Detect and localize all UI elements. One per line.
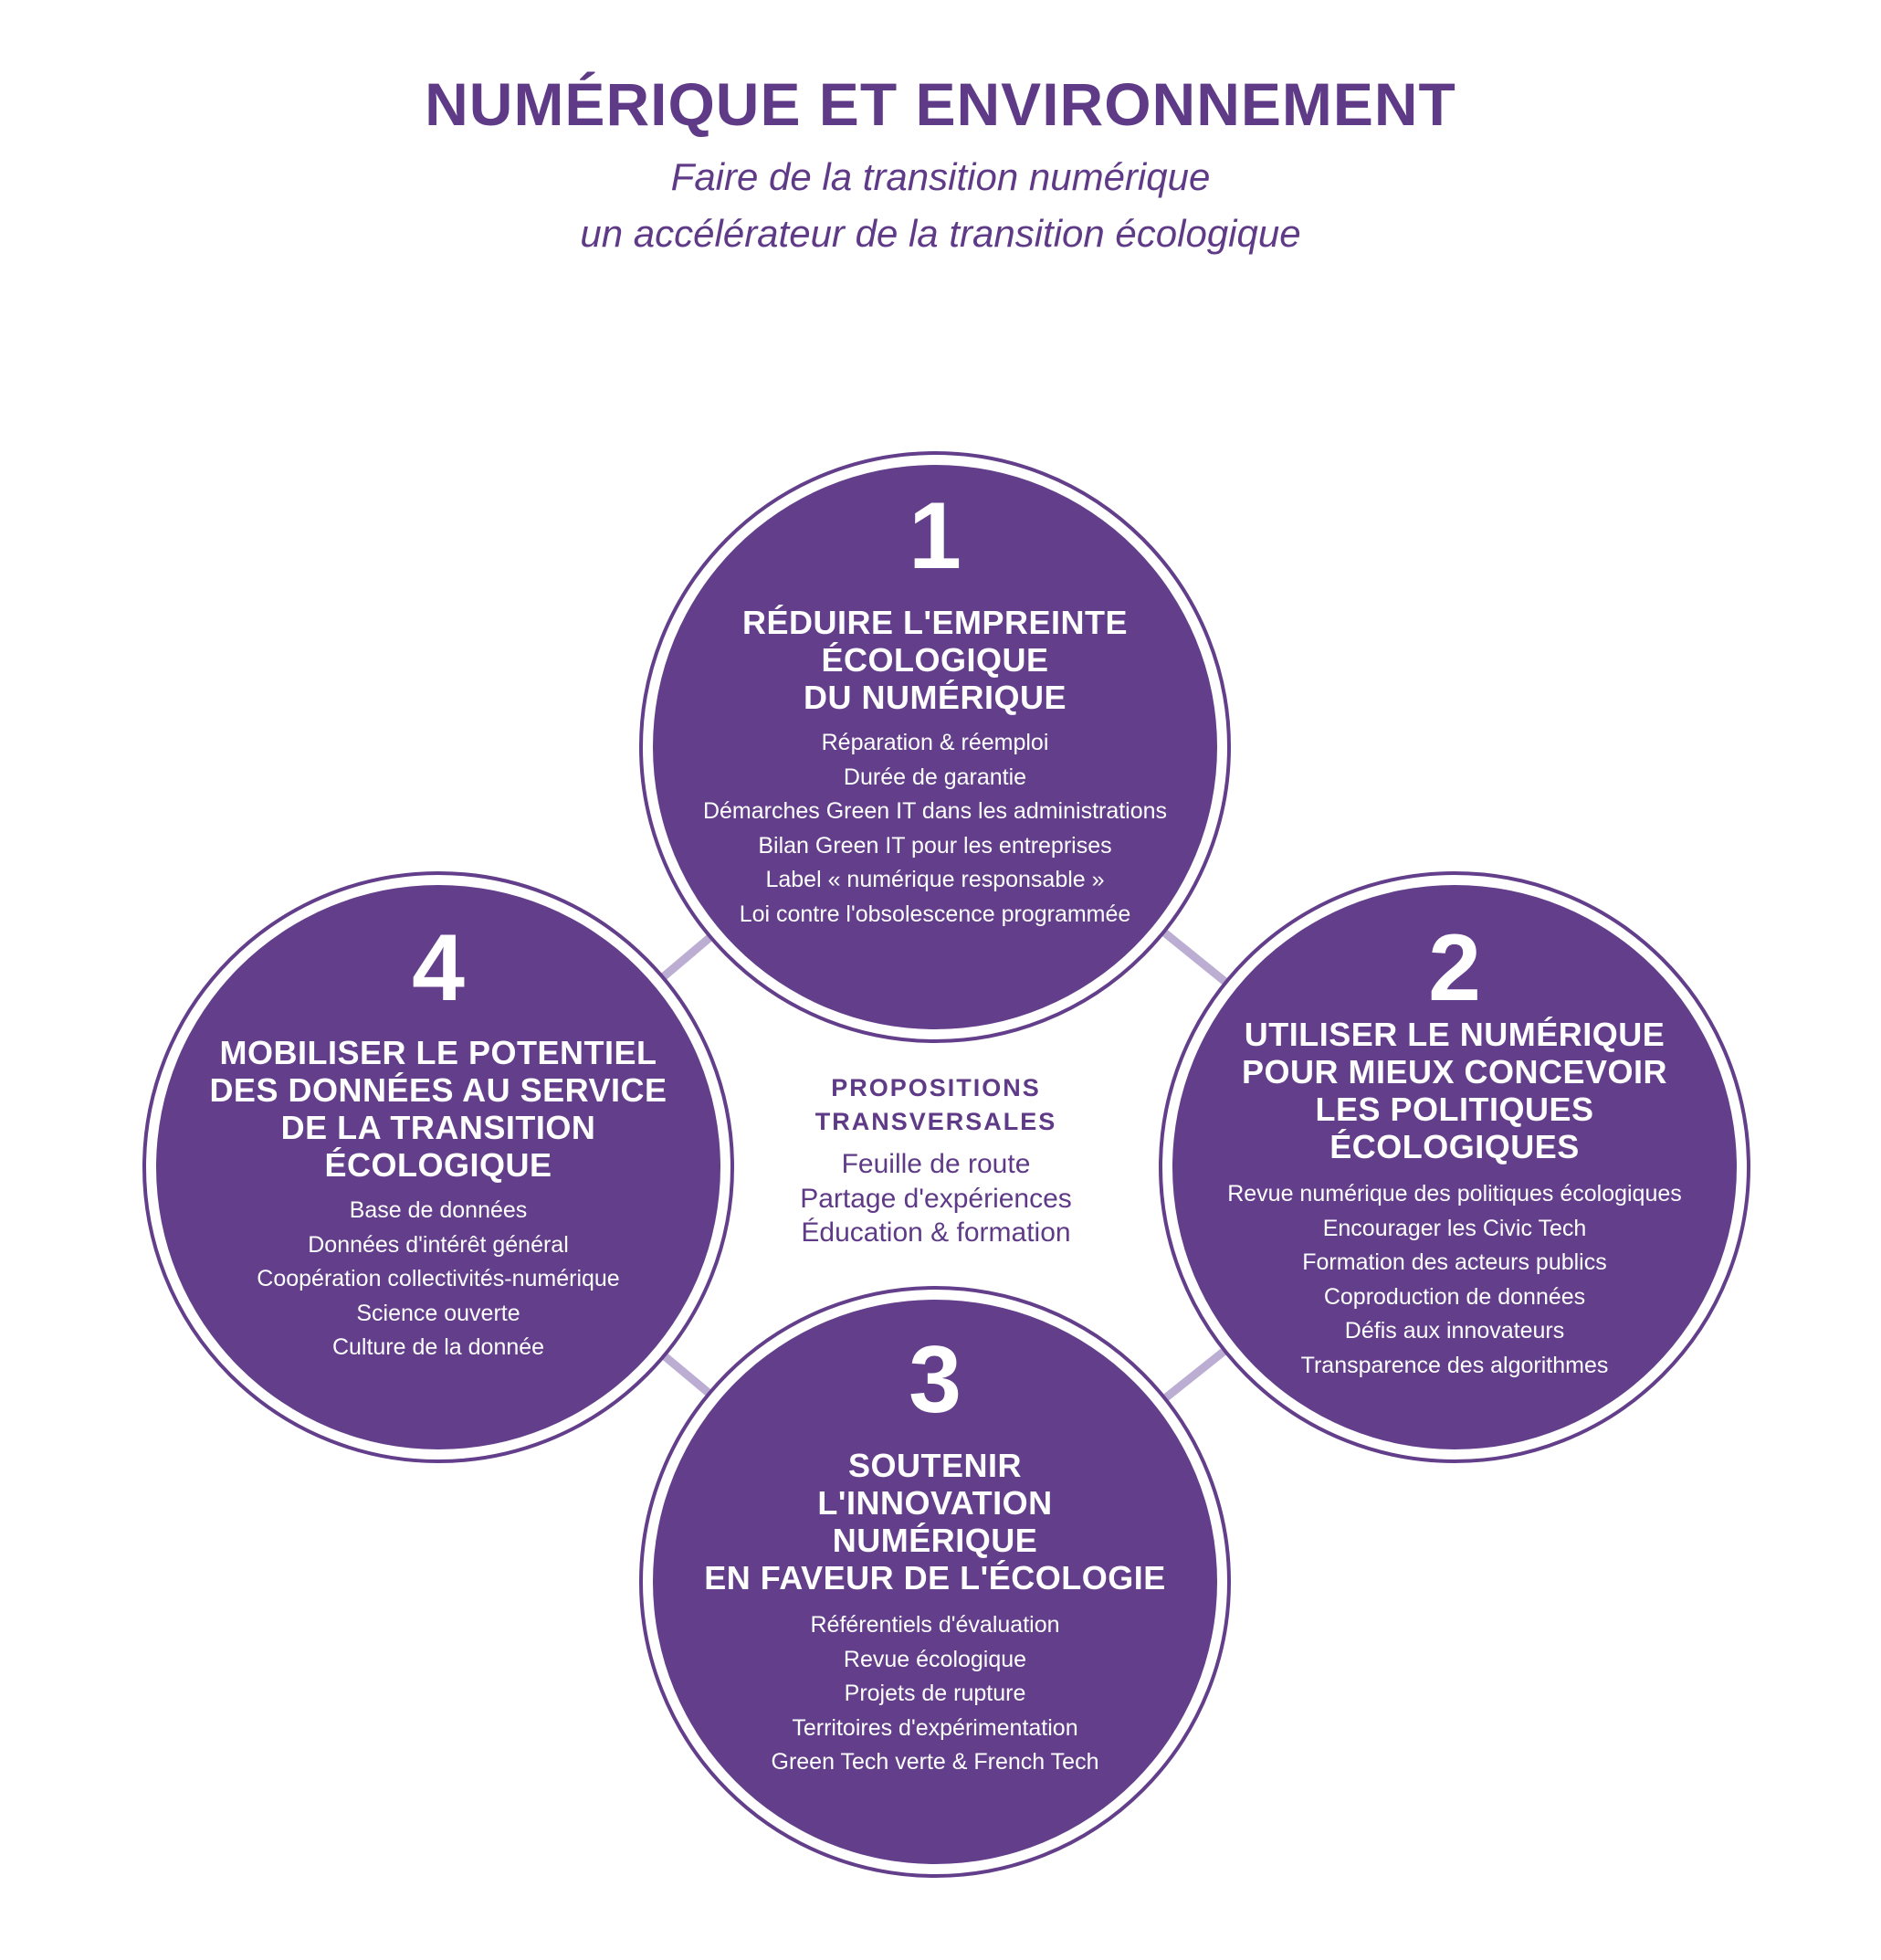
axis-item: Formation des acteurs publics: [1302, 1249, 1607, 1275]
center-item: Feuille de route: [841, 1149, 1031, 1179]
axis-item: Encourager les Civic Tech: [1322, 1215, 1587, 1241]
axis-item: Revue écologique: [843, 1646, 1027, 1672]
center-heading-line-2: TRANSVERSALES: [814, 1108, 1057, 1135]
axis-item: Science ouverte: [356, 1300, 520, 1326]
axis-number-3: 3: [909, 1327, 962, 1433]
axis-number-2: 2: [1428, 915, 1481, 1021]
axis-item: Projets de rupture: [844, 1681, 1026, 1706]
axis-heading-line: DU NUMÉRIQUE: [803, 679, 1067, 716]
axis-item: Démarches Green IT dans les administrati…: [702, 798, 1168, 824]
axis-heading-line: EN FAVEUR DE L'ÉCOLOGIE: [704, 1559, 1166, 1596]
axis-heading-line: MOBILISER LE POTENTIEL: [219, 1034, 657, 1071]
circle-fill-4: [156, 885, 720, 1449]
axis-item: Transparence des algorithmes: [1300, 1352, 1609, 1378]
axis-item: Coproduction de données: [1323, 1283, 1586, 1310]
circle-fill-2: [1172, 885, 1737, 1449]
axis-item: Durée de garantie: [843, 764, 1027, 790]
axis-heading-line: ÉCOLOGIQUE: [821, 641, 1049, 679]
axis-heading-line: RÉDUIRE L'EMPREINTE: [741, 604, 1129, 641]
axis-number-1: 1: [909, 483, 962, 589]
axis-item: Territoires d'expérimentation: [792, 1714, 1078, 1741]
axis-heading-line: POUR MIEUX CONCEVOIR: [1241, 1053, 1668, 1091]
axis-heading-line: NUMÉRIQUE: [832, 1522, 1038, 1559]
axis-heading-line: SOUTENIR: [847, 1447, 1022, 1484]
axis-heading-line: UTILISER LE NUMÉRIQUE: [1244, 1016, 1666, 1053]
axis-item: Loi contre l'obsolescence programmée: [739, 901, 1131, 927]
axis-item: Green Tech verte & French Tech: [771, 1749, 1099, 1775]
axis-item: Défis aux innovateurs: [1344, 1318, 1565, 1344]
axis-item: Réparation & réemploi: [821, 730, 1049, 755]
axis-item: Données d'intérêt général: [308, 1231, 569, 1258]
axis-item: Revue numérique des politiques écologiqu…: [1227, 1181, 1682, 1207]
axis-heading-line: LES POLITIQUES: [1315, 1091, 1594, 1128]
axis-heading-line: DE LA TRANSITION: [280, 1109, 596, 1146]
page-title: NUMÉRIQUE ET ENVIRONNEMENT: [425, 70, 1456, 138]
axis-item: Culture de la donnée: [331, 1334, 545, 1360]
circle-fill-1: [653, 465, 1217, 1029]
axis-item: Coopération collectivités-numérique: [257, 1266, 620, 1291]
axis-number-4: 4: [412, 915, 465, 1021]
axis-item: Référentiels d'évaluation: [810, 1612, 1060, 1638]
axis-item: Label « numérique responsable »: [765, 867, 1105, 892]
circle-fill-3: [653, 1300, 1217, 1864]
axis-heading-line: ÉCOLOGIQUE: [324, 1146, 552, 1184]
axis-item: Bilan Green IT pour les entreprises: [758, 832, 1112, 859]
subtitle-line-1: Faire de la transition numérique: [670, 155, 1211, 198]
center-item: Partage d'expériences: [800, 1184, 1072, 1214]
center-item: Éducation & formation: [801, 1217, 1071, 1248]
axis-item: Base de données: [349, 1197, 528, 1223]
center-heading-line-1: PROPOSITIONS: [831, 1074, 1041, 1101]
axis-heading-line: DES DONNÉES AU SERVICE: [209, 1071, 667, 1109]
axis-heading-line: L'INNOVATION: [817, 1484, 1053, 1522]
axis-heading-line: ÉCOLOGIQUES: [1329, 1128, 1580, 1165]
subtitle-line-2: un accélérateur de la transition écologi…: [580, 212, 1301, 255]
